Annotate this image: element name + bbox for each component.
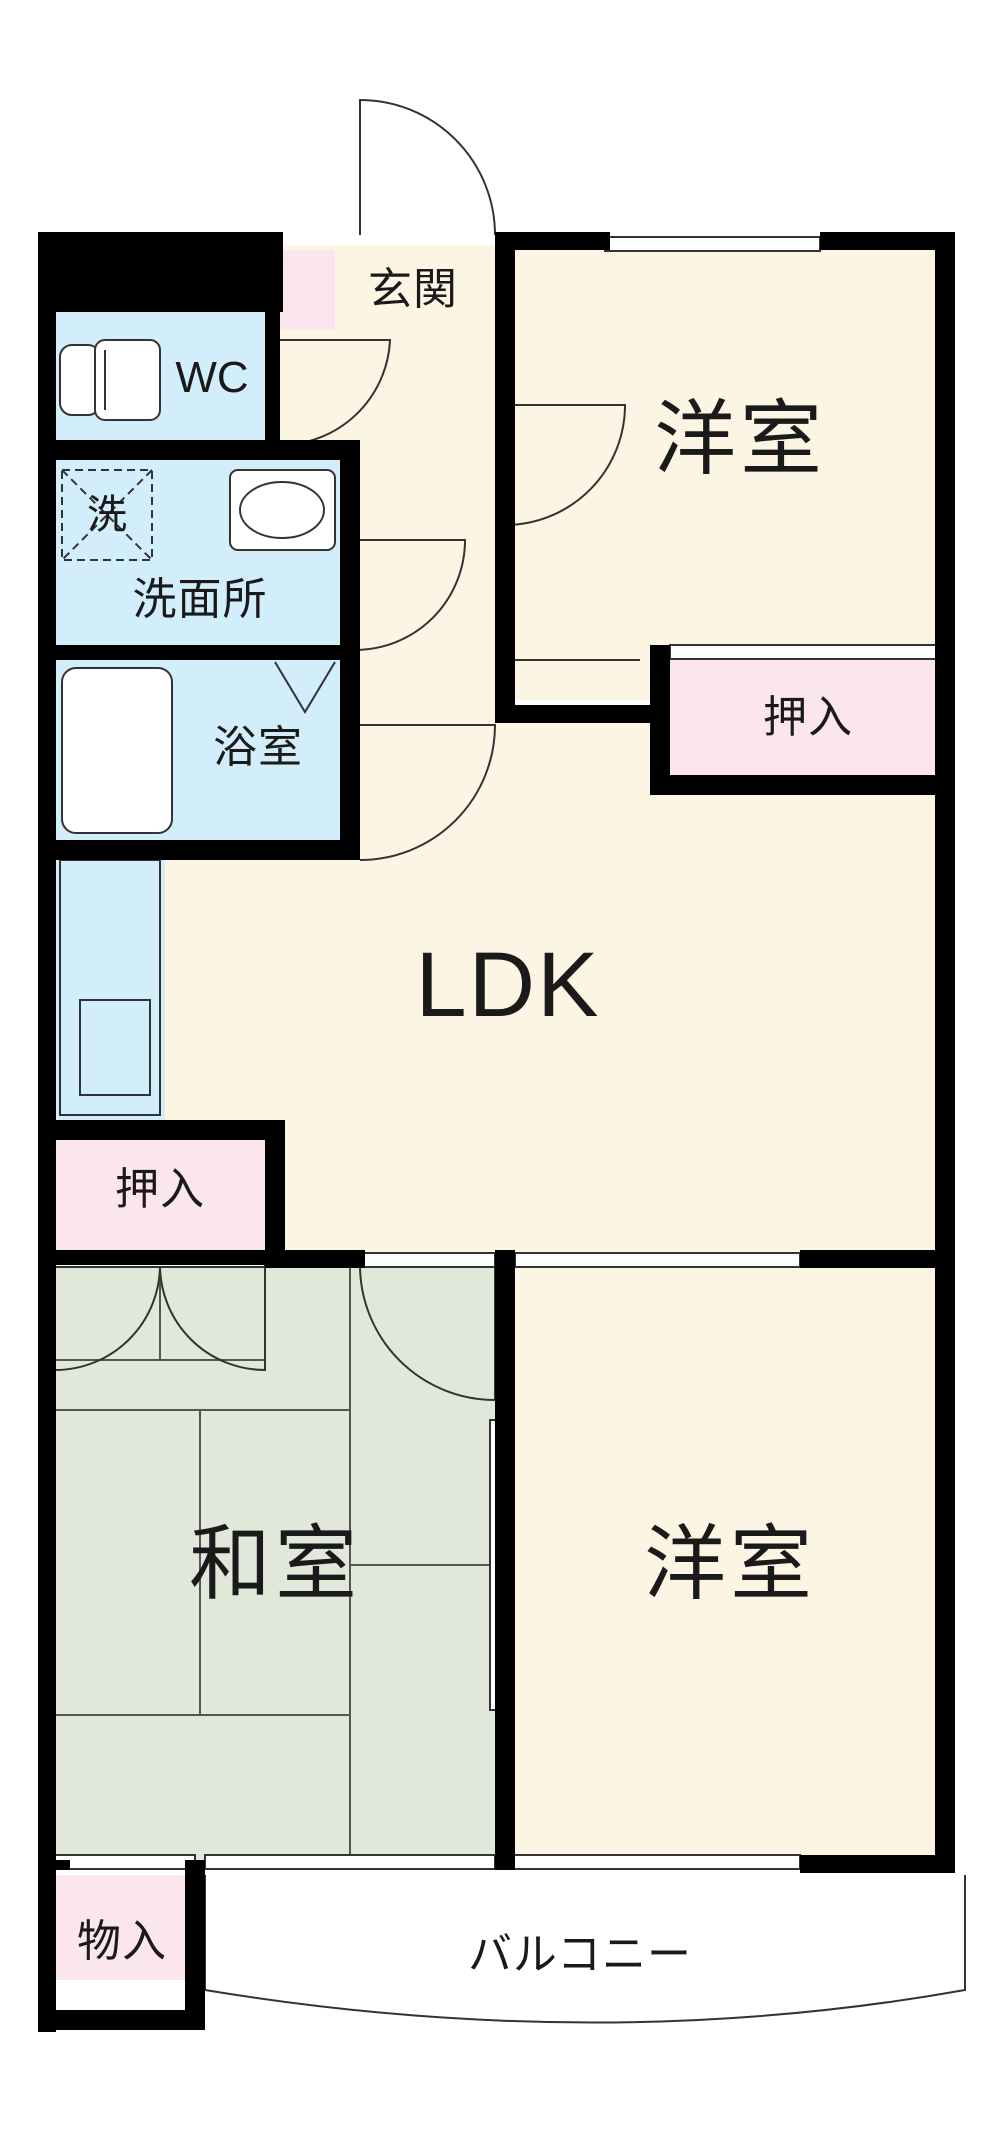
western-room-south-floor	[505, 1265, 950, 1860]
western-room-north-floor	[500, 245, 950, 700]
closet-north-label: 押入	[763, 692, 853, 743]
japanese-room-floor	[55, 1265, 495, 1860]
japanese-room-label: 和室	[188, 1517, 362, 1612]
western-room-north-label: 洋室	[653, 392, 827, 487]
stove	[79, 999, 151, 1096]
closet-north-floor	[665, 655, 950, 780]
balcony-label: バルコニー	[467, 1929, 693, 1980]
storage-floor	[55, 1875, 185, 1980]
toilet-label: WC	[175, 353, 249, 402]
wash-basin	[229, 469, 336, 551]
washer-label: 洗	[87, 492, 127, 538]
ldk-label: LDK	[415, 934, 601, 1036]
kitchen-counter	[59, 859, 161, 1116]
western-room-south-label: 洋室	[643, 1517, 817, 1612]
storage-label: 物入	[77, 1916, 167, 1967]
entrance-label: 玄関	[368, 264, 458, 315]
bathroom-label: 浴室	[213, 722, 303, 773]
tatami-lines	[55, 1265, 495, 1860]
entrance-step-floor	[280, 250, 335, 330]
washer-pan	[61, 469, 153, 561]
washroom-label: 洗面所	[132, 574, 268, 625]
bathtub	[61, 667, 173, 834]
fixtures	[59, 339, 336, 1116]
entrance-door	[359, 98, 496, 236]
floor-fills	[55, 245, 955, 1980]
closet-west-floor	[55, 1135, 270, 1250]
closet-west-label: 押入	[115, 1164, 205, 1215]
walls	[38, 232, 955, 2032]
